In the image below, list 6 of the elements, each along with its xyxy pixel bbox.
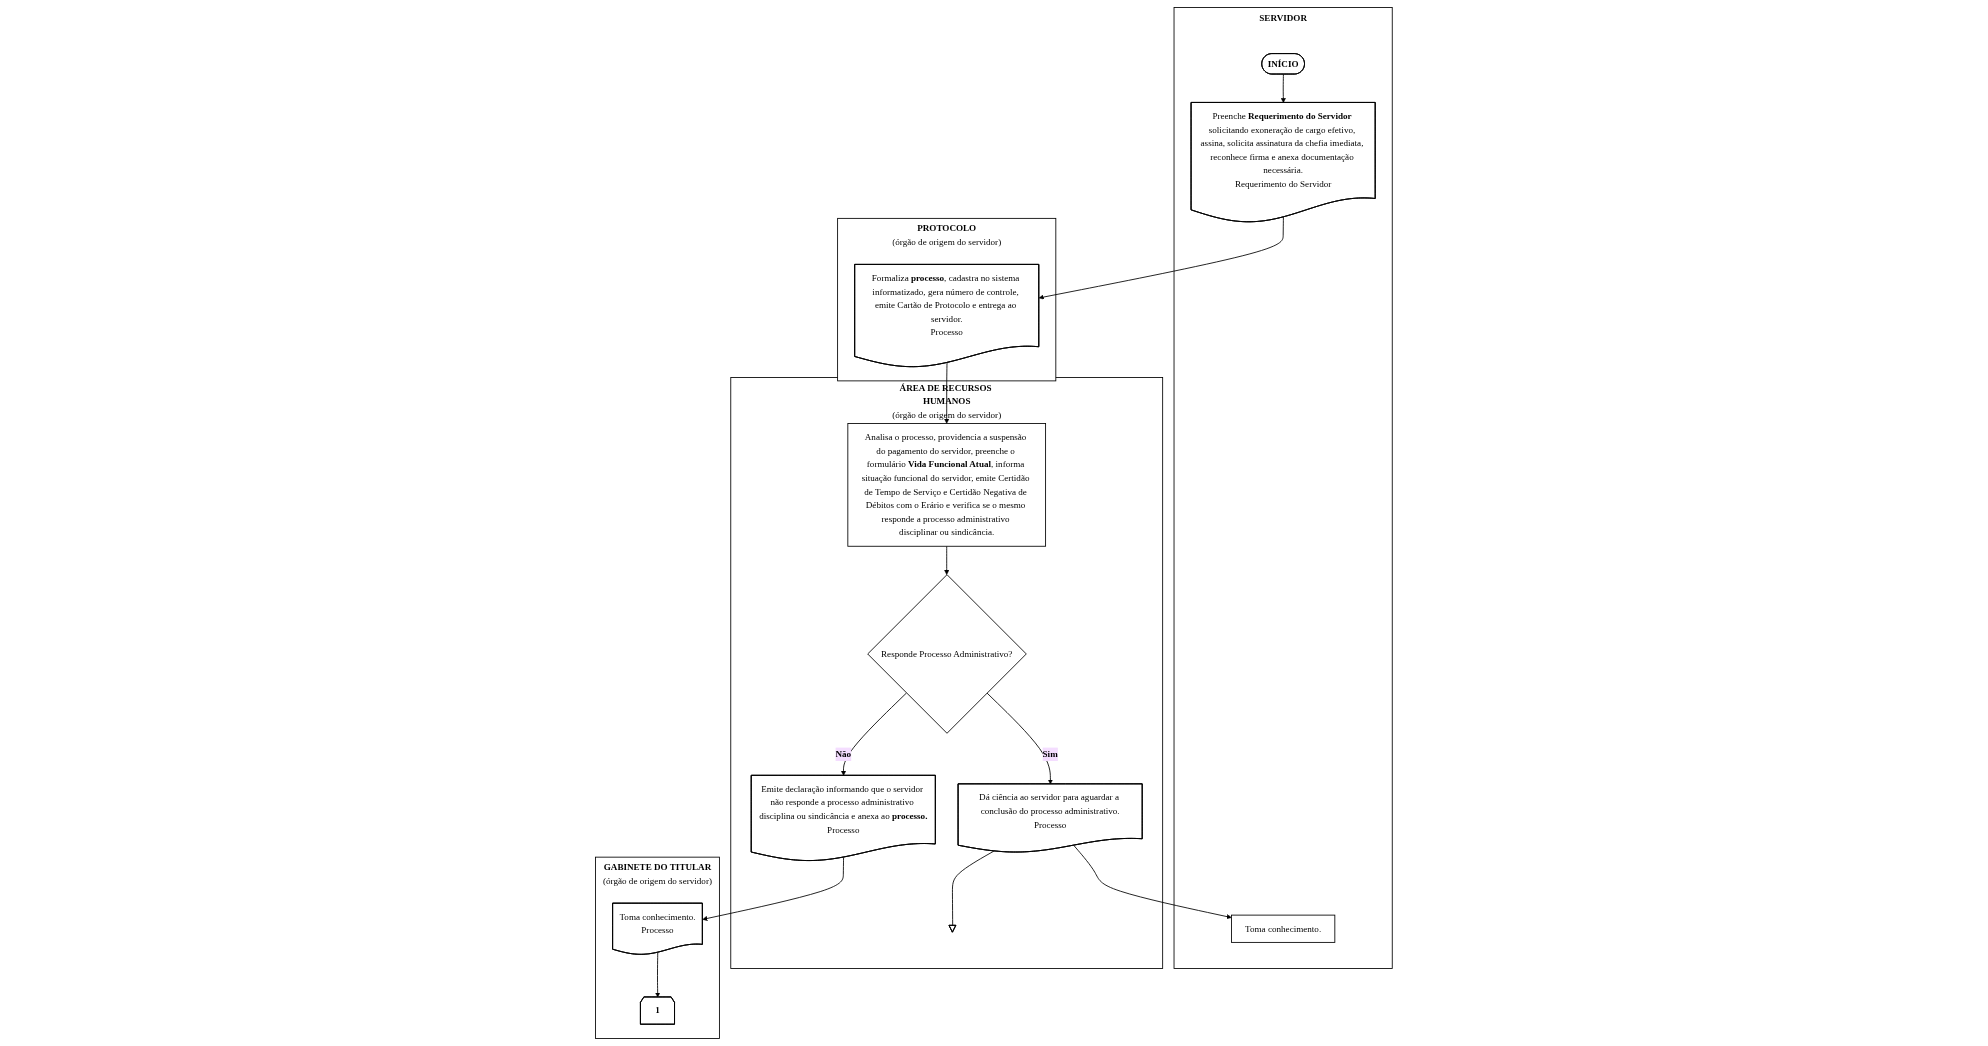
node-diamond: Responde Processo Administrativo? bbox=[867, 574, 1027, 734]
edge-label: Sim bbox=[1042, 749, 1058, 759]
edge-label: Não bbox=[835, 749, 852, 759]
node-box: Analisa o processo, providencia a suspensão do pagamento do servidor, preenche o formulário Vida Funcional Atual, informa situação funcional do servidor, emite Certidão de Tempo de Serviço e Certidão Negativa de Débitos com o Erário e verifica se o mesmo responde a processo administrativo disciplinar ou sindicância. bbox=[847, 423, 1047, 547]
connector bbox=[952, 850, 995, 927]
node-box: Toma conhecimento. bbox=[1231, 914, 1336, 943]
